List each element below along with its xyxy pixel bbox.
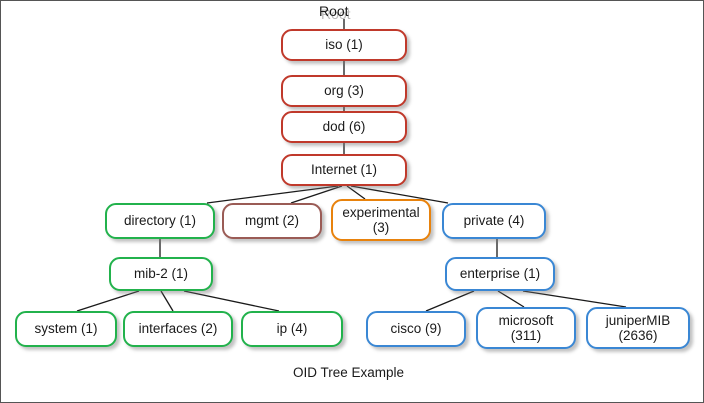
tree-node-dod[interactable]: dod (6) [281, 111, 407, 143]
edge-mib2-to-ip [183, 290, 280, 312]
tree-node-interfaces[interactable]: interfaces (2) [123, 311, 233, 347]
tree-node-iso[interactable]: iso (1) [281, 29, 407, 61]
edge-enterprise-to-microsoft [497, 290, 525, 308]
edge-mib2-to-system [76, 290, 140, 312]
tree-node-enterprise[interactable]: enterprise (1) [445, 257, 555, 291]
edge-mib2-to-interfaces [160, 290, 174, 312]
edge-enterprise-to-cisco [425, 290, 475, 312]
tree-node-internet[interactable]: Internet (1) [281, 154, 407, 186]
tree-node-cisco[interactable]: cisco (9) [366, 311, 466, 347]
edge-internet-to-directory [206, 185, 339, 204]
tree-node-experimental[interactable]: experimental (3) [331, 199, 431, 241]
tree-node-system[interactable]: system (1) [15, 311, 117, 347]
tree-node-mib2[interactable]: mib-2 (1) [109, 257, 213, 291]
diagram-caption: OID Tree Example [293, 365, 405, 380]
tree-node-ip[interactable]: ip (4) [241, 311, 343, 347]
root-label: Root Root [319, 3, 351, 22]
edge-enterprise-to-juniper [522, 290, 627, 308]
tree-node-private[interactable]: private (4) [442, 203, 546, 239]
tree-node-microsoft[interactable]: microsoft (311) [476, 307, 576, 349]
tree-node-juniper[interactable]: juniperMIB (2636) [586, 307, 690, 349]
tree-node-mgmt[interactable]: mgmt (2) [222, 203, 322, 239]
tree-node-directory[interactable]: directory (1) [105, 203, 215, 239]
tree-node-org[interactable]: org (3) [281, 75, 407, 107]
edge-internet-to-experimental [346, 185, 366, 200]
root-label-text: Root [319, 3, 349, 19]
